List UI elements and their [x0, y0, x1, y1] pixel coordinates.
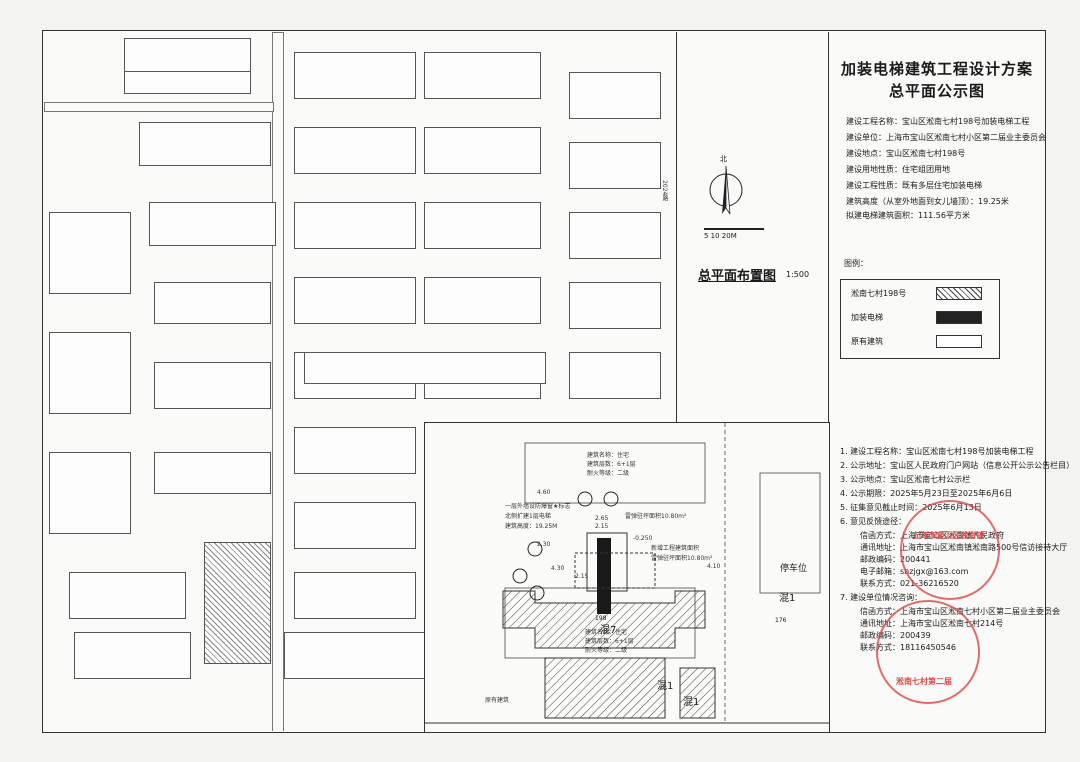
- bldg-number: 198: [595, 615, 607, 622]
- building: [49, 212, 131, 294]
- seal-stamp-icon: [900, 500, 1000, 600]
- bldg-label: 混7: [600, 625, 617, 636]
- notice-line: 5. 征集意见截止时间：2025年6月13日: [840, 503, 982, 512]
- bldg-info-bottom: 原有建筑: [485, 697, 510, 704]
- legend-swatch-hatch: [936, 287, 982, 300]
- dim-label: 2.65: [595, 515, 609, 522]
- road: [44, 102, 274, 112]
- building: [424, 277, 541, 324]
- dim-label: 4.60: [537, 489, 551, 496]
- title-panel: 加装电梯建筑工程设计方案 总平面公示图 建设工程名称：宝山区淞南七村198号加装…: [830, 32, 1046, 420]
- building: [569, 212, 661, 259]
- info-line: 建设工程名称：宝山区淞南七村198号加装电梯工程: [846, 117, 1030, 126]
- building: [139, 122, 271, 166]
- building: [569, 72, 661, 119]
- plan-scale: 1:500: [786, 270, 810, 279]
- legend-heading: 图例：: [844, 259, 868, 268]
- legend: 淞南七村198号 加装电梯 原有建筑: [840, 279, 1000, 359]
- notice-line: 4. 公示期限：2025年5月23日至2025年6月6日: [840, 489, 1013, 498]
- bldg-info-mid: 建筑名称：住宅 建筑层数：6+1层 耐火等级：二级: [585, 629, 634, 654]
- sheet-subtitle: 总平面公示图: [888, 82, 985, 100]
- inset-note: 建筑高度：19.25M: [505, 523, 558, 530]
- elevation-label: -0.250: [633, 535, 653, 542]
- notice-line: 6. 意见反馈途径：: [840, 517, 907, 526]
- info-line: 建设地点：宝山区淞南七村198号: [846, 149, 966, 158]
- building: [69, 572, 186, 619]
- road: [272, 32, 284, 731]
- legend-swatch-empty: [936, 335, 982, 348]
- building: [49, 332, 131, 414]
- bldg-label: 混1: [683, 697, 700, 708]
- plan-title: 总平面布置图: [698, 269, 777, 284]
- road-label: 2024路: [661, 180, 668, 202]
- bldg-info-top: 建筑名称：住宅 建筑层数：6+1层 耐火等级：二级: [587, 452, 636, 477]
- dim-label: 4.10: [707, 563, 721, 570]
- inset-drawing: [425, 423, 829, 724]
- notice-line: 联系方式：021-36216520: [860, 579, 959, 588]
- building: [294, 427, 416, 474]
- seal-text: 上海市宝山区淞南镇: [912, 531, 984, 540]
- building: [284, 632, 426, 679]
- building: [294, 502, 416, 549]
- seal-stamp-icon: [876, 600, 980, 704]
- sheet-title: 加装电梯建筑工程设计方案: [840, 60, 1033, 78]
- parking-label: 停车位: [780, 564, 808, 574]
- divider: [828, 32, 829, 731]
- building: [74, 632, 191, 679]
- north-arrow-icon: 北: [708, 155, 744, 224]
- notice-line: 1. 建设工程名称：宝山区淞南七村198号加装电梯工程: [840, 447, 1034, 456]
- building: [569, 142, 661, 189]
- dim-label: 2.15: [575, 573, 589, 580]
- divider: [676, 32, 677, 422]
- info-line: 拟建电梯建筑面积：111.56平方米: [846, 211, 970, 220]
- building: [304, 352, 546, 384]
- building: [49, 452, 131, 534]
- bldg-label: 混1: [657, 681, 674, 692]
- legend-swatch-solid: [936, 311, 982, 324]
- building: [154, 452, 271, 494]
- building: [424, 127, 541, 174]
- building: [294, 127, 416, 174]
- inset-note: 一层外墙设防爆窗★标志: [505, 503, 571, 510]
- notice-line: 邮政编码：200441: [860, 555, 931, 564]
- site-map: [44, 32, 676, 731]
- building: [204, 542, 271, 664]
- building: [154, 282, 271, 324]
- notice-line: 7. 建设单位情况咨询：: [840, 593, 923, 602]
- building: [424, 202, 541, 249]
- building: [124, 38, 251, 72]
- scale-bar: 5 10 20M: [704, 228, 764, 240]
- seal-text: 淞南七村第二届: [896, 677, 952, 686]
- notice-line: 3. 公示地点：宝山区淞南七村公示栏: [840, 475, 971, 484]
- info-line: 建设单位：上海市宝山区淞南七村小区第二届业主委员会: [846, 133, 1046, 142]
- info-line: 建设用地性质：住宅组团用地: [846, 165, 950, 174]
- dim-label: 2.15: [595, 523, 609, 530]
- building: [424, 52, 541, 99]
- legend-label: 原有建筑: [851, 337, 883, 346]
- inset-note: 雷弹驻坪面积10.80m²: [651, 555, 713, 562]
- dim-label: 2.30: [537, 541, 551, 548]
- building: [149, 202, 276, 246]
- inset-note: 北侧扩建1层电梯: [505, 513, 551, 520]
- inset-note: 新增工程建筑面积: [651, 545, 700, 552]
- notice-line: 2. 公示地址：宝山区人民政府门户网站（信息公开公示公告栏目）: [840, 461, 1075, 470]
- bldg-number: 176: [775, 617, 787, 624]
- building: [294, 277, 416, 324]
- building: [569, 282, 661, 329]
- bldg-label: 混1: [779, 593, 796, 604]
- building: [154, 362, 271, 409]
- inset-note: 雷弹驻坪面积10.80m²: [625, 513, 687, 520]
- legend-label: 淞南七村198号: [851, 289, 907, 298]
- building: [294, 52, 416, 99]
- info-line: 建设工程性质：既有多层住宅加装电梯: [846, 181, 982, 190]
- scale-bar-label: 5 10 20M: [704, 232, 737, 240]
- building: [569, 352, 661, 399]
- dim-label: 4.30: [551, 565, 565, 572]
- info-line: 建筑高度（从室外地面到女儿墙顶）：19.25米: [846, 197, 1009, 206]
- building: [294, 572, 416, 619]
- inset-detail: 建筑名称：住宅 建筑层数：6+1层 耐火等级：二级 一层外墙设防爆窗★标志 北侧…: [424, 422, 830, 733]
- building: [294, 202, 416, 249]
- legend-label: 加装电梯: [851, 313, 883, 322]
- north-label: 北: [720, 155, 727, 163]
